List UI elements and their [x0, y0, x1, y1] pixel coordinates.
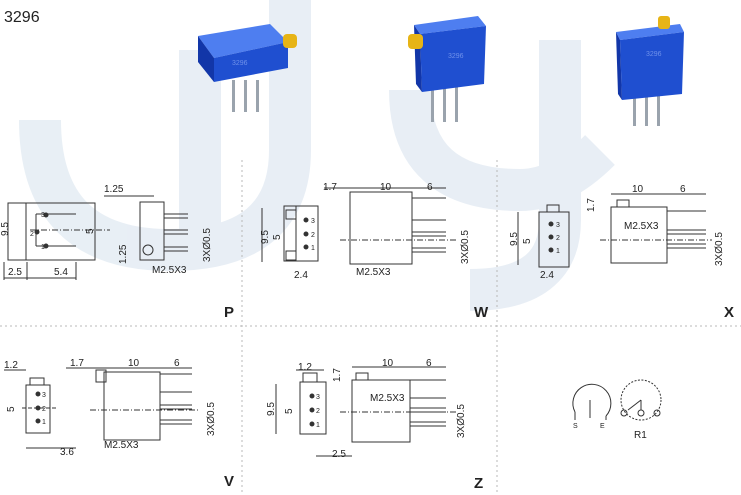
- p-pin-2: 2: [30, 231, 34, 238]
- z-dim-0: 1.2: [298, 362, 312, 373]
- v-dim-mid-h: 5: [6, 406, 17, 412]
- x-pin-1: 1: [556, 248, 560, 255]
- variant-z-label: Z: [474, 475, 483, 492]
- w-dim-left-h: 9.5: [260, 230, 271, 244]
- x-dim-mid-h: 5: [522, 238, 533, 244]
- p-dim-pin-h: 1.25: [118, 244, 129, 264]
- variant-w-label: W: [474, 304, 489, 321]
- v-screw-label: M2.5X3: [104, 440, 139, 451]
- variant-p-label: P: [224, 304, 234, 321]
- schematic-symbol: [572, 379, 662, 421]
- p-pins-label: 3XØ0.5: [202, 228, 213, 262]
- z-pins-label: 3XØ0.5: [456, 404, 467, 438]
- variant-x-label: X: [724, 304, 734, 321]
- schematic-s-label: S: [573, 423, 578, 430]
- z-dim-mid-h: 5: [284, 408, 295, 414]
- product-photo-3: 3296: [616, 16, 684, 126]
- w-dim-bottom: 2.4: [294, 270, 308, 281]
- w-pin-3: 3: [311, 218, 315, 225]
- schematic-r1-label: R1: [634, 430, 647, 441]
- z-dim-2: 6: [426, 358, 432, 369]
- w-screw-label: M2.5X3: [356, 267, 391, 278]
- schematic-e-label: E: [600, 423, 605, 430]
- product-photo-1: 3296: [198, 24, 297, 112]
- variant-w-drawing: [261, 187, 456, 265]
- w-dim-2: 10: [380, 182, 392, 193]
- z-dim-left-h: 9.5: [266, 402, 277, 416]
- w-pin-1: 1: [311, 245, 315, 252]
- x-dim-left-h: 9.5: [509, 232, 520, 246]
- svg-text:3296: 3296: [448, 53, 464, 60]
- w-dim-3: 6: [427, 182, 433, 193]
- x-dim-side: 1.7: [586, 198, 597, 212]
- x-pins-label: 3XØ0.5: [714, 232, 725, 266]
- w-pin-2: 2: [311, 232, 315, 239]
- watermark-dy-logo: [19, 0, 615, 311]
- variant-x-drawing: [517, 193, 712, 268]
- svg-text:3296: 3296: [646, 51, 662, 58]
- z-dim-1: 10: [382, 358, 394, 369]
- v-pin-2: 2: [42, 406, 46, 413]
- x-dim-2: 6: [680, 184, 686, 195]
- variant-v-drawing: [4, 367, 200, 449]
- p-dim-bottom-right: 5.4: [54, 267, 68, 278]
- svg-text:3296: 3296: [232, 60, 248, 67]
- x-dim-bottom: 2.4: [540, 270, 554, 281]
- p-dim-left-h: 9.5: [0, 222, 11, 236]
- w-dim-mid-h: 5: [272, 234, 283, 240]
- v-dim-bottom: 3.6: [60, 447, 74, 458]
- v-dim-3: 6: [174, 358, 180, 369]
- x-pin-3: 3: [556, 222, 560, 229]
- p-dim-bottom-left: 2.5: [8, 267, 22, 278]
- v-pins-label: 3XØ0.5: [206, 402, 217, 436]
- v-dim-2: 10: [128, 358, 140, 369]
- variant-p-drawing: [3, 195, 188, 280]
- p-screw-label: M2.5X3: [152, 265, 187, 276]
- x-pin-2: 2: [556, 235, 560, 242]
- product-photo-2: 3296: [408, 16, 486, 122]
- v-pin-3: 3: [42, 392, 46, 399]
- z-screw-label: M2.5X3: [370, 393, 405, 404]
- p-pin-1: 1: [41, 244, 45, 251]
- z-pin-2: 2: [316, 408, 320, 415]
- x-dim-1: 10: [632, 184, 644, 195]
- grid-dividers: [0, 160, 741, 495]
- z-pin-3: 3: [316, 394, 320, 401]
- variant-z-drawing: [275, 366, 456, 457]
- p-pin-3: 3: [41, 212, 45, 219]
- p-dim-mid-h: 5: [85, 228, 96, 234]
- part-number: 3296: [4, 9, 40, 26]
- v-pin-1: 1: [42, 419, 46, 426]
- v-dim-1: 1.7: [70, 358, 84, 369]
- w-dim-1: 1.7: [323, 182, 337, 193]
- x-screw-label: M2.5X3: [624, 221, 659, 232]
- p-dim-top: 1.25: [104, 184, 124, 195]
- z-dim-side: 1.7: [332, 368, 343, 382]
- z-dim-bottom: 2.5: [332, 449, 346, 460]
- w-pins-label: 3XØ0.5: [460, 230, 471, 264]
- v-dim-0: 1.2: [4, 360, 18, 371]
- variant-v-label: V: [224, 473, 234, 490]
- z-pin-1: 1: [316, 422, 320, 429]
